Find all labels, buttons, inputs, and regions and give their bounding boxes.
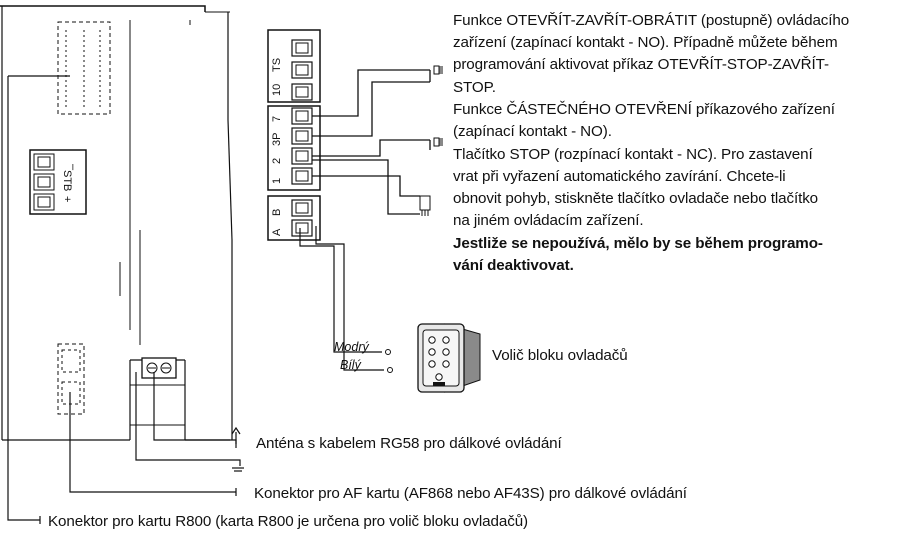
partial-open-switch-icon [433, 137, 444, 147]
ts-terminal-block: 10 TS [267, 29, 321, 103]
white-wire-label: Bílý [340, 358, 361, 372]
open-close-line-3: programování aktivovat příkaz OTEVŘÍT-ST… [453, 56, 829, 73]
open-close-switch-icon [433, 65, 444, 75]
keypad-selector-icon [417, 323, 481, 393]
stb-terminal-block: – STB + [29, 149, 87, 215]
stop-switch-icon [419, 195, 431, 216]
af-card-dashed-connector [57, 343, 85, 415]
stop-warning-line-2: vání deaktivovat. [453, 257, 574, 274]
stb-plus-label: + [61, 196, 73, 202]
keypad-wiring [299, 226, 384, 371]
antenna-wiring [135, 372, 244, 472]
r800-connector-label: Konektor pro kartu R800 (karta R800 je u… [48, 513, 529, 530]
partial-open-line-1: Funkce ČÁSTEČNÉHO OTEVŘENÍ příkazového z… [453, 101, 835, 118]
connector-leaders [7, 75, 237, 524]
stb-minus-label: – [67, 164, 79, 171]
top-dashed-connector [57, 21, 111, 115]
white-wire-end [387, 367, 393, 373]
terminal-3p-label: 3P [271, 133, 283, 146]
antenna-label: Anténa s kabelem RG58 pro dálkové ovládá… [256, 435, 562, 452]
open-close-line-1: Funkce OTEVŘÍT-ZAVŘÍT-OBRÁTIT (postupně)… [453, 12, 850, 29]
stop-line-3: obnovit pohyb, stiskněte tlačítko ovlada… [453, 190, 819, 207]
command-wiring [312, 69, 431, 215]
open-close-line-4: STOP. [453, 79, 496, 96]
af-connector-label: Konektor pro AF kartu (AF868 nebo AF43S)… [254, 485, 687, 502]
open-close-line-2: zařízení (zapínací kontakt - NO). Případ… [453, 34, 838, 51]
terminal-1-label: 1 [271, 178, 283, 184]
rs485-terminal-block: B A [267, 195, 321, 241]
stb-label: STB [61, 170, 73, 191]
keypad-label: Volič bloku ovladačů [492, 347, 628, 364]
terminal-2-label: 2 [271, 158, 283, 164]
blue-wire-end [385, 349, 391, 355]
blue-wire-label: Modrý [334, 340, 369, 354]
stop-line-1: Tlačítko STOP (rozpínací kontakt - NC). … [453, 146, 813, 163]
antenna-terminal-block [141, 357, 177, 379]
stop-warning-line-1: Jestliže se nepoužívá, mělo by se během … [453, 235, 823, 252]
terminal-7-label: 7 [271, 116, 283, 122]
control-board-outline [0, 5, 233, 441]
partial-open-line-2: (zapínací kontakt - NO). [453, 123, 612, 140]
terminal-ts-label: TS [271, 58, 283, 72]
command-terminal-block: 7 3P 2 1 [267, 105, 321, 191]
terminal-b-label: B [271, 209, 283, 216]
terminal-a-label: A [271, 228, 283, 236]
stop-line-4: na jiném ovládacím zařízení. [453, 212, 644, 229]
terminal-10-label: 10 [271, 84, 283, 96]
stop-line-2: vrat při vyřazení automatického zavírání… [453, 168, 786, 185]
